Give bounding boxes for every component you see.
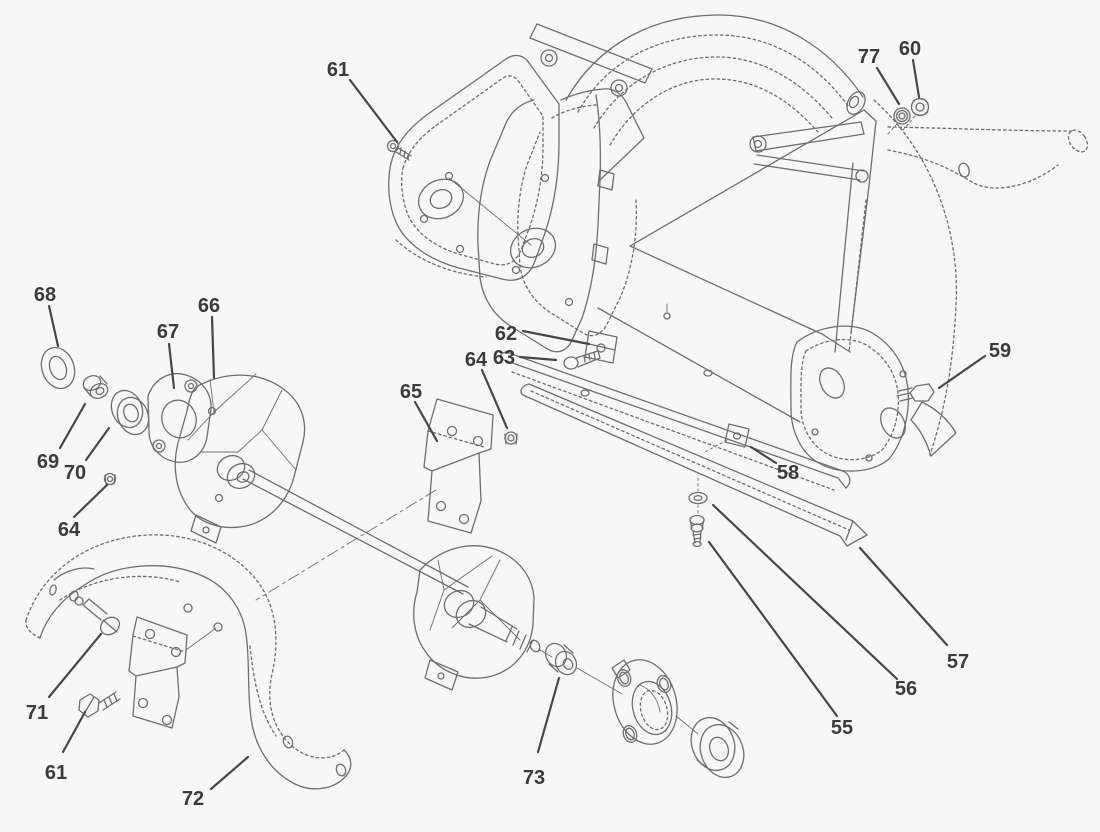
locknut-60 xyxy=(910,97,930,117)
clip-58 xyxy=(724,423,750,448)
auger-blade-assembly xyxy=(25,534,352,790)
callout-leader-57 xyxy=(858,546,949,647)
flange-nut-69 xyxy=(82,374,102,392)
washer-56 xyxy=(688,491,708,505)
bolt-61-bottom xyxy=(78,693,100,718)
bolt-55 xyxy=(689,514,705,526)
impeller-66 xyxy=(174,374,306,529)
callout-label-59: 59 xyxy=(989,340,1011,362)
band-end-curl xyxy=(846,91,866,115)
callout-leader-77 xyxy=(875,66,901,106)
callout-label-65: 65 xyxy=(400,381,422,403)
callout-leader-66 xyxy=(210,315,216,380)
callout-leader-61 xyxy=(61,710,87,754)
callout-label-58: 58 xyxy=(777,462,799,484)
callout-label-77: 77 xyxy=(858,46,880,68)
impeller-lower xyxy=(413,545,535,679)
callout-leader-64 xyxy=(480,368,509,430)
callout-leader-73 xyxy=(536,676,561,754)
callout-leader-62 xyxy=(521,329,591,346)
outer-side-plate xyxy=(388,54,560,281)
callout-label-73: 73 xyxy=(523,767,545,789)
callout-label-66: 66 xyxy=(198,295,220,317)
callout-label-56: 56 xyxy=(895,678,917,700)
callout-label-67: 67 xyxy=(157,321,179,343)
callout-label-71: 71 xyxy=(26,702,48,724)
callout-label-70: 70 xyxy=(64,462,86,484)
spacer-73 xyxy=(544,642,568,668)
right-mount-strut xyxy=(752,121,865,152)
bottom-flange-rail xyxy=(500,351,851,489)
callout-leader-72 xyxy=(209,755,250,791)
callout-label-72: 72 xyxy=(182,788,204,810)
bearing-flange xyxy=(612,659,678,745)
bracket-65 xyxy=(423,398,494,534)
blade-72 xyxy=(25,534,345,759)
lower-impeller-assembly xyxy=(413,545,745,779)
left-side-plates xyxy=(388,54,645,353)
callout-label-62: 62 xyxy=(495,323,517,345)
screw-71 xyxy=(99,616,121,636)
callout-leader-58 xyxy=(749,445,778,465)
callout-leader-56 xyxy=(711,503,899,681)
right-tail-flap xyxy=(910,401,957,457)
roller-bearing xyxy=(690,716,736,772)
callout-leader-65 xyxy=(413,400,439,443)
callout-leader-69 xyxy=(58,402,87,450)
bolt-63 xyxy=(563,356,579,370)
callout-label-61: 61 xyxy=(45,762,67,784)
callout-leader-59 xyxy=(937,354,987,390)
callout-leader-67 xyxy=(167,342,176,390)
callout-label-57: 57 xyxy=(947,651,969,673)
washer-77 xyxy=(893,107,911,125)
bearing-70 xyxy=(110,389,144,429)
bearing-retainer-67 xyxy=(147,373,212,463)
callout-leader-61 xyxy=(348,78,399,144)
upper-impeller-assembly xyxy=(40,346,469,595)
callout-label-64: 64 xyxy=(465,349,488,371)
callout-leader-68 xyxy=(47,304,60,348)
support-rod-hardware xyxy=(885,97,1089,189)
callout-leader-70 xyxy=(84,426,111,462)
washer-68 xyxy=(40,346,76,390)
callout-label-60: 60 xyxy=(899,38,921,60)
callout-label-68: 68 xyxy=(34,284,56,306)
callout-label-69: 69 xyxy=(37,451,59,473)
callout-leader-63 xyxy=(518,355,558,362)
left-mount-strut xyxy=(529,23,653,84)
callout-leader-60 xyxy=(911,58,921,99)
blade-bracket xyxy=(128,616,188,729)
bolt-61-top xyxy=(386,139,412,161)
support-rod xyxy=(887,126,1073,132)
callout-label-64: 64 xyxy=(58,519,81,541)
nut-64-center xyxy=(504,431,518,445)
callout-label-63: 63 xyxy=(493,347,515,369)
flange-hardware xyxy=(563,330,750,454)
callout-leader-64 xyxy=(72,483,109,519)
auger-shaft xyxy=(242,469,469,595)
callout-label-61: 61 xyxy=(327,59,349,81)
scraper-bar-57 xyxy=(520,383,868,547)
nut-64-left xyxy=(103,472,117,486)
callout-leader-55 xyxy=(707,540,839,718)
callout-leader-71 xyxy=(47,632,103,699)
clip-62 xyxy=(584,330,618,364)
right-side-plate xyxy=(790,325,935,472)
auger-housing xyxy=(500,14,958,491)
scraper-bar-assembly xyxy=(520,383,868,548)
center-bracket-65 xyxy=(255,398,518,601)
bolt-59 xyxy=(909,383,935,402)
callout-label-55: 55 xyxy=(831,717,853,739)
